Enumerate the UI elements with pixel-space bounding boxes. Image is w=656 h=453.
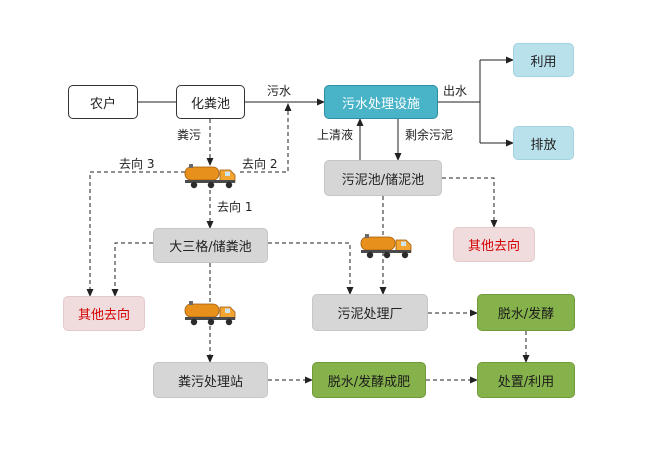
label-route-1: 去向 1: [216, 200, 254, 214]
node-farmer: 农户: [68, 85, 138, 119]
node-discharge: 排放: [513, 126, 574, 160]
label-residual-sludge: 剩余污泥: [404, 128, 455, 142]
node-dewater-ferment-fertilizer: 脱水/发酵成肥: [312, 362, 426, 398]
septic-truck-icon: [360, 234, 412, 259]
node-utilize: 利用: [513, 43, 574, 77]
node-other-destination-right: 其他去向: [453, 227, 535, 262]
edge-route-2: [240, 103, 292, 173]
edge-three-grid-plant: [268, 242, 354, 295]
edge-route-3: [86, 171, 185, 297]
node-sewage-facility: 污水处理设施: [324, 85, 438, 119]
label-effluent: 出水: [442, 84, 469, 98]
label-fecal-sewage: 粪污: [176, 128, 203, 142]
label-supernatant: 上清液: [316, 128, 355, 142]
node-sludge-plant: 污泥处理厂: [312, 294, 428, 331]
node-sludge-tank: 污泥池/储泥池: [324, 160, 442, 196]
septic-truck-icon: [184, 164, 236, 189]
node-septic-tank: 化粪池: [176, 85, 245, 119]
septic-truck-icon: [184, 301, 236, 326]
node-dewater-ferment: 脱水/发酵: [477, 294, 575, 331]
node-three-grid-tank: 大三格/储粪池: [153, 228, 268, 263]
edge-sludge-other: [442, 177, 498, 228]
node-fecal-station: 粪污处理站: [153, 362, 268, 398]
label-route-3: 去向 3: [118, 157, 156, 171]
node-other-destination-left: 其他去向: [63, 296, 145, 331]
label-sewage: 污水: [266, 84, 293, 98]
node-dispose-utilize: 处置/利用: [477, 362, 575, 398]
label-route-2: 去向 2: [241, 157, 279, 171]
edge-three-grid-other: [111, 242, 153, 297]
